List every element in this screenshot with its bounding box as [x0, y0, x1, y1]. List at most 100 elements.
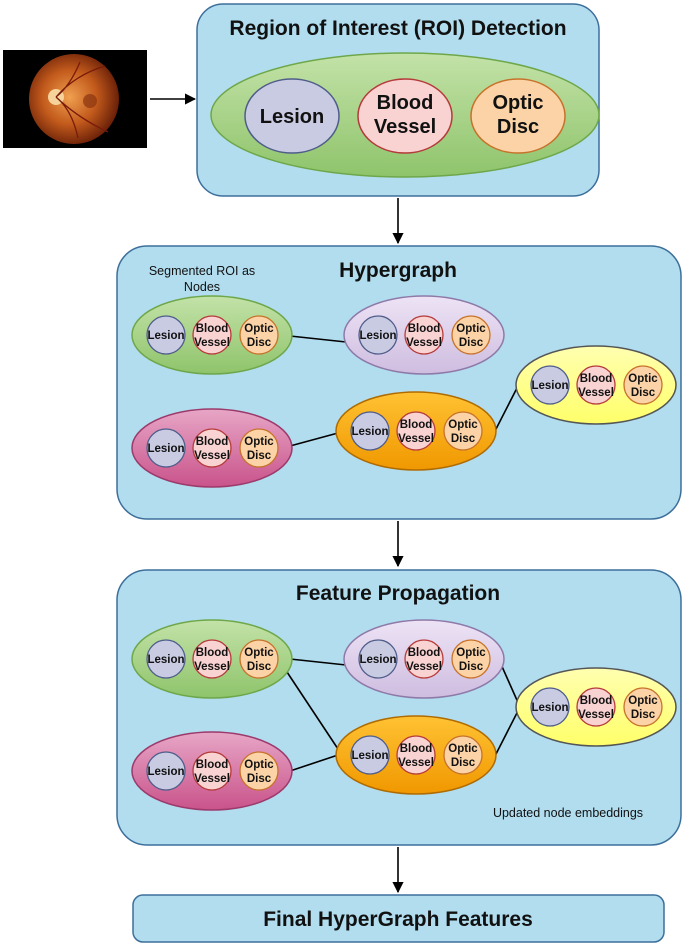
fp-green-vessel-node: [192, 639, 232, 679]
roi-disc-label-2: Disc: [497, 116, 539, 138]
fp-lavender-vessel-label: Vessel: [406, 661, 442, 673]
hg-pink-disc-node: [239, 428, 279, 468]
fp-pink-vessel-label: Blood: [196, 759, 229, 771]
fp-pink-lesion-label: Lesion: [147, 766, 184, 778]
hg-orange-vessel-node: [396, 411, 436, 451]
fp-lavender-lesion-node: [358, 639, 398, 679]
fp-green-disc-node: [239, 639, 279, 679]
hg-lavender-vessel-label: Blood: [408, 323, 441, 335]
fp-lavender-disc-label: Disc: [459, 661, 484, 673]
fp-lavender-disc-label: Optic: [456, 647, 486, 659]
fp-green-disc-label: Optic: [244, 647, 274, 659]
roi-detection-title: Region of Interest (ROI) Detection: [229, 17, 566, 40]
fp-edge-2: [282, 665, 341, 753]
hg-pink-disc-label: Disc: [247, 450, 272, 462]
hg-orange-vessel-label: Vessel: [398, 433, 434, 445]
hg-lavender-vessel-node: [404, 315, 444, 355]
hg-green-disc-label: Disc: [247, 337, 272, 349]
fundus-image: [3, 50, 147, 148]
hg-yellow-vessel-label: Blood: [580, 373, 613, 385]
fp-lavender-vessel-node: [404, 639, 444, 679]
hg-pink-disc-label: Optic: [244, 436, 274, 448]
hg-pink-lesion-node: [146, 428, 186, 468]
fp-edge-5: [494, 706, 521, 757]
fp-edge-3: [289, 754, 339, 772]
fp-yellow-lesion-label: Lesion: [531, 702, 568, 714]
roi-vessel-label-2: Vessel: [374, 116, 436, 138]
updated-embeddings-note: Updated node embeddings: [493, 806, 643, 820]
fp-orange-disc-node: [443, 735, 483, 775]
hg-edge-1: [289, 335, 347, 343]
fp-orange-vessel-label: Vessel: [398, 757, 434, 769]
hg-orange-disc-label: Optic: [448, 419, 478, 431]
hg-green-disc-label: Optic: [244, 323, 274, 335]
fp-edge-1: [289, 658, 347, 666]
hg-yellow-disc-label: Disc: [631, 387, 656, 399]
fp-lavender-disc-node: [451, 639, 491, 679]
hg-orange-lesion-node: [350, 411, 390, 451]
hg-pink-vessel-label: Vessel: [194, 450, 230, 462]
hg-lavender-lesion-label: Lesion: [359, 330, 396, 342]
fp-lavender-vessel-label: Blood: [408, 647, 441, 659]
hg-green-disc-node: [239, 315, 279, 355]
fp-yellow-vessel-node: [576, 687, 616, 727]
hg-lavender-lesion-node: [358, 315, 398, 355]
hypergraph-title: Hypergraph: [339, 259, 457, 282]
fp-yellow-disc-node: [623, 687, 663, 727]
hg-green-lesion-node: [146, 315, 186, 355]
fp-yellow-disc-label: Disc: [631, 709, 656, 721]
fp-pink-disc-label: Optic: [244, 759, 274, 771]
hg-yellow-lesion-label: Lesion: [531, 380, 568, 392]
fp-green-disc-label: Disc: [247, 661, 272, 673]
hg-orange-vessel-label: Blood: [400, 419, 433, 431]
hg-pink-vessel-node: [192, 428, 232, 468]
fp-lavender-lesion-label: Lesion: [359, 654, 396, 666]
roi-vessel-label-1: Blood: [377, 92, 434, 114]
roi-vessel-node: [357, 78, 453, 154]
fp-orange-disc-label: Optic: [448, 743, 478, 755]
roi-disc-node: [470, 78, 566, 154]
hg-orange-lesion-label: Lesion: [351, 426, 388, 438]
final-features-title: Final HyperGraph Features: [263, 908, 533, 931]
hg-green-lesion-label: Lesion: [147, 330, 184, 342]
hg-green-vessel-node: [192, 315, 232, 355]
segmented-roi-note-1: Segmented ROI as: [149, 264, 255, 278]
fp-orange-lesion-node: [350, 735, 390, 775]
feature-propagation-title: Feature Propagation: [296, 582, 500, 605]
fp-yellow-vessel-label: Blood: [580, 695, 613, 707]
fp-yellow-disc-label: Optic: [628, 695, 658, 707]
fp-pink-lesion-node: [146, 751, 186, 791]
hg-pink-lesion-label: Lesion: [147, 443, 184, 455]
roi-disc-label-1: Optic: [492, 92, 543, 114]
fp-green-lesion-label: Lesion: [147, 654, 184, 666]
fp-orange-disc-label: Disc: [451, 757, 476, 769]
hg-green-vessel-label: Vessel: [194, 337, 230, 349]
hg-lavender-vessel-label: Vessel: [406, 337, 442, 349]
hg-lavender-disc-label: Optic: [456, 323, 486, 335]
segmented-roi-note-2: Nodes: [184, 280, 220, 294]
hg-lavender-disc-node: [451, 315, 491, 355]
fp-orange-vessel-node: [396, 735, 436, 775]
fp-yellow-vessel-label: Vessel: [578, 709, 614, 721]
hg-yellow-vessel-node: [576, 365, 616, 405]
fp-yellow-lesion-node: [530, 687, 570, 727]
fp-orange-vessel-label: Blood: [400, 743, 433, 755]
hg-orange-disc-label: Disc: [451, 433, 476, 445]
hg-edge-3: [494, 385, 519, 432]
fp-orange-lesion-label: Lesion: [351, 750, 388, 762]
hg-green-vessel-label: Blood: [196, 323, 229, 335]
roi-lesion-node: [244, 78, 340, 154]
fp-green-vessel-label: Blood: [196, 647, 229, 659]
hg-yellow-disc-node: [623, 365, 663, 405]
fp-green-vessel-label: Vessel: [194, 661, 230, 673]
hg-pink-vessel-label: Blood: [196, 436, 229, 448]
